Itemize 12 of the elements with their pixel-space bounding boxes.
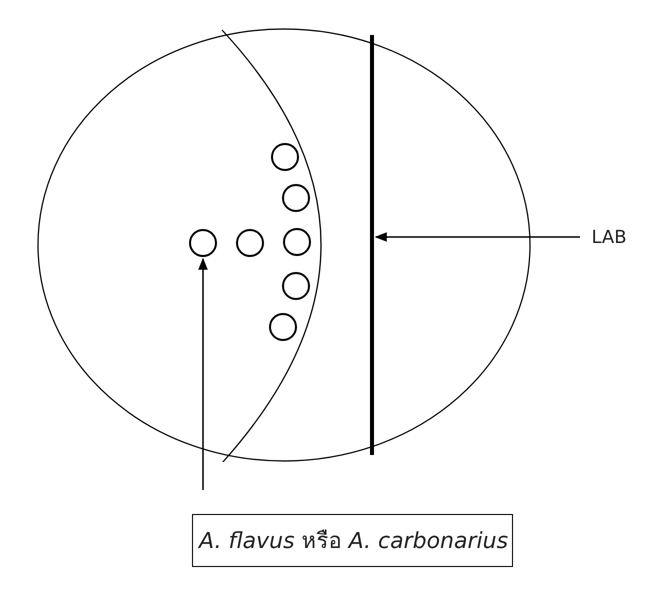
agar-plug bbox=[283, 228, 311, 256]
agar-plug bbox=[271, 143, 299, 171]
arrow bbox=[374, 232, 580, 242]
agar-plug bbox=[269, 313, 297, 341]
agar-plug bbox=[282, 184, 310, 212]
label-text: LAB bbox=[584, 224, 634, 250]
agar-plug bbox=[189, 229, 217, 257]
petri-dish bbox=[37, 28, 531, 462]
agar-plug bbox=[282, 272, 310, 300]
arrow bbox=[198, 258, 208, 490]
label-box: A. flavus หรือ A. carbonarius bbox=[192, 514, 513, 567]
agar-plug bbox=[236, 229, 264, 257]
